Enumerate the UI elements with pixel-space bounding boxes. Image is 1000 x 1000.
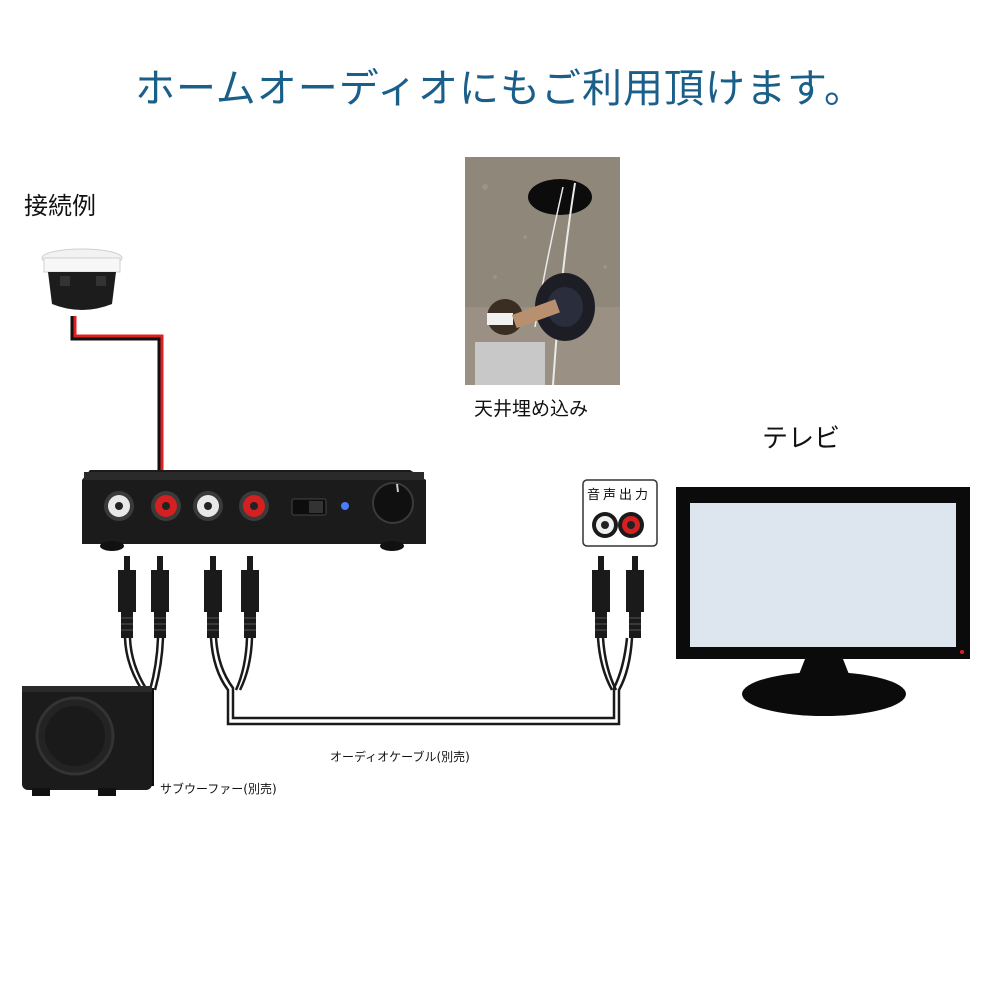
rca-plug-icon [118,556,644,638]
tv-icon [676,487,970,716]
audio-output-label: 音声出力 [587,488,652,503]
subwoofer-cable [123,637,165,691]
amp-power-led [341,502,349,510]
subwoofer-label: サブウーファー(別売) [160,782,277,796]
ceiling-speaker-icon [41,248,123,310]
audio-cable-label: オーディオケーブル(別売) [330,750,470,764]
ceiling-install-photo [465,157,620,385]
amp-jack-red-2 [239,491,269,521]
speaker-wire [70,316,164,472]
page-title: ホームオーディオにもご利用頂けます。 [135,66,865,112]
subwoofer-icon [22,686,154,796]
amp-volume-knob [372,482,414,524]
connection-example-label: 接続例 [24,192,96,220]
ceiling-install-label: 天井埋め込み [474,398,589,420]
tv-audio-output-panel [582,479,658,547]
amp-jack-white-1 [104,491,134,521]
amp-jack-red-1 [151,491,181,521]
audio-cable [209,637,634,726]
amplifier-icon [82,470,426,551]
tv-label: テレビ [762,424,841,454]
amp-jack-white-2 [193,491,223,521]
